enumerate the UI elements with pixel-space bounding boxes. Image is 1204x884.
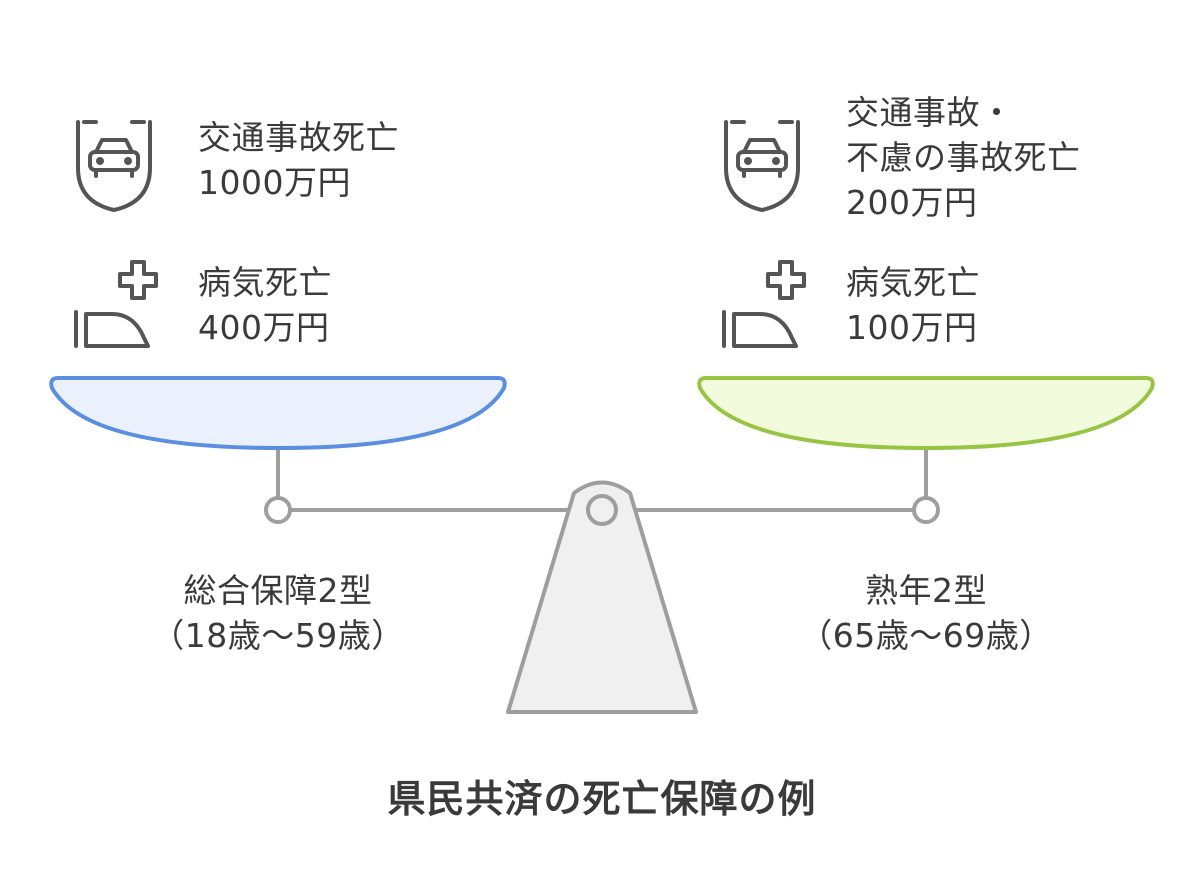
left-pan: [49, 376, 507, 450]
right-hanger-joint: [912, 496, 940, 524]
medical-bed-icon: [74, 260, 158, 348]
right-accident-death-label: 交通事故・ 不慮の事故死亡 200万円: [846, 93, 1081, 222]
right-illness-death-label: 病気死亡 100万円: [846, 263, 980, 347]
car-shield-icon: [724, 120, 800, 212]
scale-fulcrum: [506, 480, 698, 714]
left-accident-death-label: 交通事故死亡 1000万円: [198, 118, 399, 202]
right-plan-name: 熟年2型 （65歳〜69歳）: [799, 571, 1053, 655]
scale-pivot: [586, 494, 618, 526]
car-shield-icon: [76, 120, 152, 212]
left-plan-name: 総合保障2型 （18歳〜59歳）: [151, 571, 405, 655]
left-illness-death-label: 病気死亡 400万円: [198, 263, 332, 347]
right-pan: [697, 376, 1155, 450]
diagram-title: 県民共済の死亡保障の例: [387, 777, 817, 821]
medical-bed-icon: [722, 260, 806, 348]
left-hanger-joint: [264, 496, 292, 524]
